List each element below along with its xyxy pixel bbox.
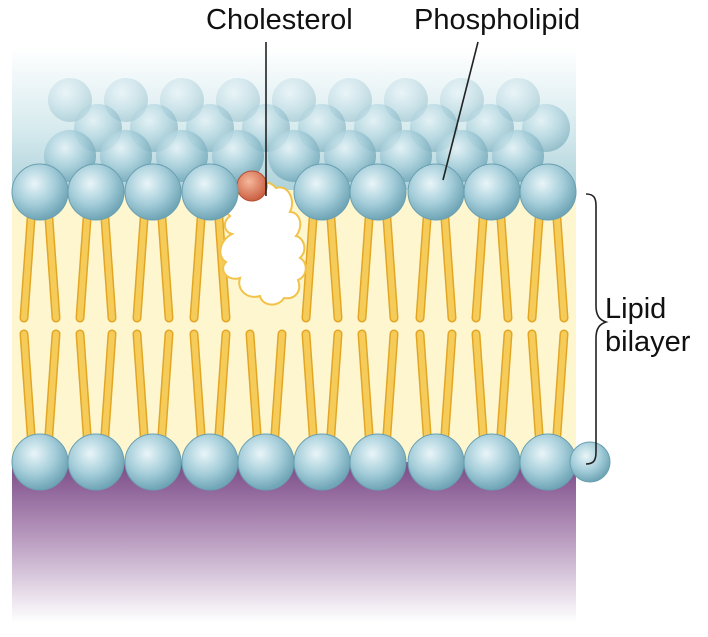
back-head xyxy=(48,78,92,122)
phospholipid-head xyxy=(67,433,125,491)
upper-tail xyxy=(191,202,205,321)
phospholipid-head xyxy=(349,163,407,221)
lower-tail xyxy=(417,331,431,451)
phospholipid-head xyxy=(407,433,465,491)
cholesterol-label: Cholesterol xyxy=(206,4,353,36)
upper-tail xyxy=(134,202,148,321)
phospholipid-head xyxy=(124,163,182,221)
phospholipid-head xyxy=(519,433,577,491)
back-head xyxy=(216,78,260,122)
phospholipid-head xyxy=(407,163,465,221)
upper-tails xyxy=(19,200,569,323)
lower-tail xyxy=(21,331,35,451)
lower-tail xyxy=(303,331,317,451)
upper-tail xyxy=(473,202,487,321)
lower-tail xyxy=(359,331,373,451)
upper-tail xyxy=(529,202,543,321)
upper-tail xyxy=(215,202,229,321)
lower-tail xyxy=(77,331,91,451)
upper-tail xyxy=(417,202,431,321)
upper-tail xyxy=(303,202,317,321)
back-head xyxy=(496,78,540,122)
back-head xyxy=(328,78,372,122)
phospholipid-head xyxy=(181,163,239,221)
lower-tail xyxy=(383,331,397,451)
cholesterol-molecule xyxy=(219,170,307,306)
lower-tail xyxy=(529,331,543,451)
upper-tail xyxy=(383,202,397,321)
bilayer-brace xyxy=(585,193,609,465)
back-head xyxy=(384,78,428,122)
lower-tail xyxy=(45,331,59,451)
lower-tail xyxy=(473,331,487,451)
lower-tail xyxy=(134,331,148,451)
upper-tail xyxy=(158,202,172,321)
upper-tail xyxy=(45,202,59,321)
lower-tail xyxy=(191,331,205,451)
phospholipid-head xyxy=(181,433,239,491)
upper-tail xyxy=(21,202,35,321)
phospholipid-head xyxy=(463,433,521,491)
lipid-bilayer-label-line1: Lipid xyxy=(605,293,667,325)
phospholipid-head xyxy=(11,163,69,221)
phospholipid-head xyxy=(237,433,295,491)
upper-heads xyxy=(11,163,577,221)
lower-tail xyxy=(247,331,261,451)
lower-tail xyxy=(497,331,511,451)
lower-tail xyxy=(441,331,455,451)
phospholipid-head xyxy=(519,163,577,221)
lower-tails xyxy=(19,329,569,453)
phospholipid-head xyxy=(11,433,69,491)
lower-tail xyxy=(327,331,341,451)
lower-tail xyxy=(271,331,285,451)
back-head xyxy=(440,78,484,122)
phospholipid-leader-line xyxy=(442,41,479,181)
lipid-bilayer-label: Lipid bilayer xyxy=(605,293,690,360)
phospholipid-head xyxy=(463,163,521,221)
lipid-bilayer-label-line2: bilayer xyxy=(605,326,691,359)
lower-tail xyxy=(553,331,567,451)
upper-tail xyxy=(77,202,91,321)
cholesterol-head xyxy=(236,170,268,202)
phospholipid-head-partial xyxy=(569,441,611,483)
phospholipid-label: Phospholipid xyxy=(414,4,581,36)
back-head xyxy=(104,78,148,122)
back-head xyxy=(272,78,316,122)
lower-heads xyxy=(11,433,611,491)
lower-tail xyxy=(101,331,115,451)
upper-tail xyxy=(441,202,455,321)
lower-tail xyxy=(158,331,172,451)
back-head xyxy=(160,78,204,122)
upper-tail xyxy=(327,202,341,321)
phospholipid-head xyxy=(293,433,351,491)
upper-tail xyxy=(553,202,567,321)
upper-tail xyxy=(497,202,511,321)
phospholipid-head xyxy=(349,433,407,491)
phospholipid-head xyxy=(67,163,125,221)
lower-tail xyxy=(215,331,229,451)
upper-tail xyxy=(359,202,373,321)
cholesterol-ring-body xyxy=(219,181,307,306)
phospholipid-head xyxy=(124,433,182,491)
phospholipid-head xyxy=(293,163,351,221)
upper-tail xyxy=(101,202,115,321)
